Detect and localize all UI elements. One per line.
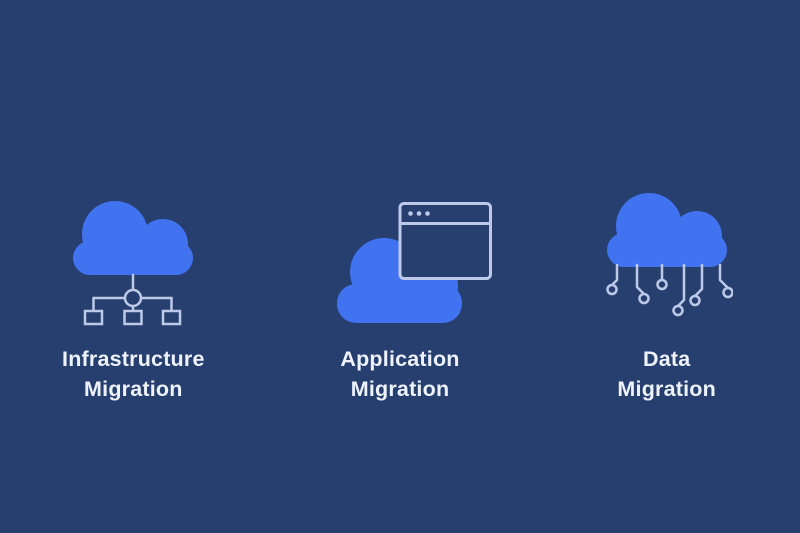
network-tree [84, 273, 182, 325]
cloud-network-tree-icon [73, 200, 194, 325]
item-label: Infrastructure Migration [62, 344, 205, 404]
cloud-app-window-icon [336, 201, 492, 323]
cloud-shape [73, 200, 194, 275]
column-application-migration: Application Migration [267, 186, 534, 404]
browser-window [398, 201, 492, 280]
item-label-line2: Migration [84, 377, 183, 401]
column-infrastructure-migration: Infrastructure Migration [0, 186, 267, 404]
item-label-line2: Migration [617, 377, 716, 401]
cloud-circuit-icon [605, 193, 733, 317]
infrastructure-icon-box [70, 186, 196, 338]
item-label: Application Migration [340, 344, 459, 404]
item-label-line1: Data [642, 347, 691, 371]
item-label-line1: Application [340, 347, 460, 371]
column-data-migration: Data Migration [533, 186, 800, 404]
circuit-traces [605, 263, 733, 317]
item-label: Data Migration [617, 344, 716, 404]
migration-columns: Infrastructure Migration [0, 186, 800, 404]
cloud-shape [606, 193, 727, 267]
application-icon-box [323, 186, 492, 338]
item-label-line2: Migration [350, 377, 450, 401]
item-label-line1: Infrastructure [62, 347, 205, 371]
data-icon-box [601, 186, 733, 338]
